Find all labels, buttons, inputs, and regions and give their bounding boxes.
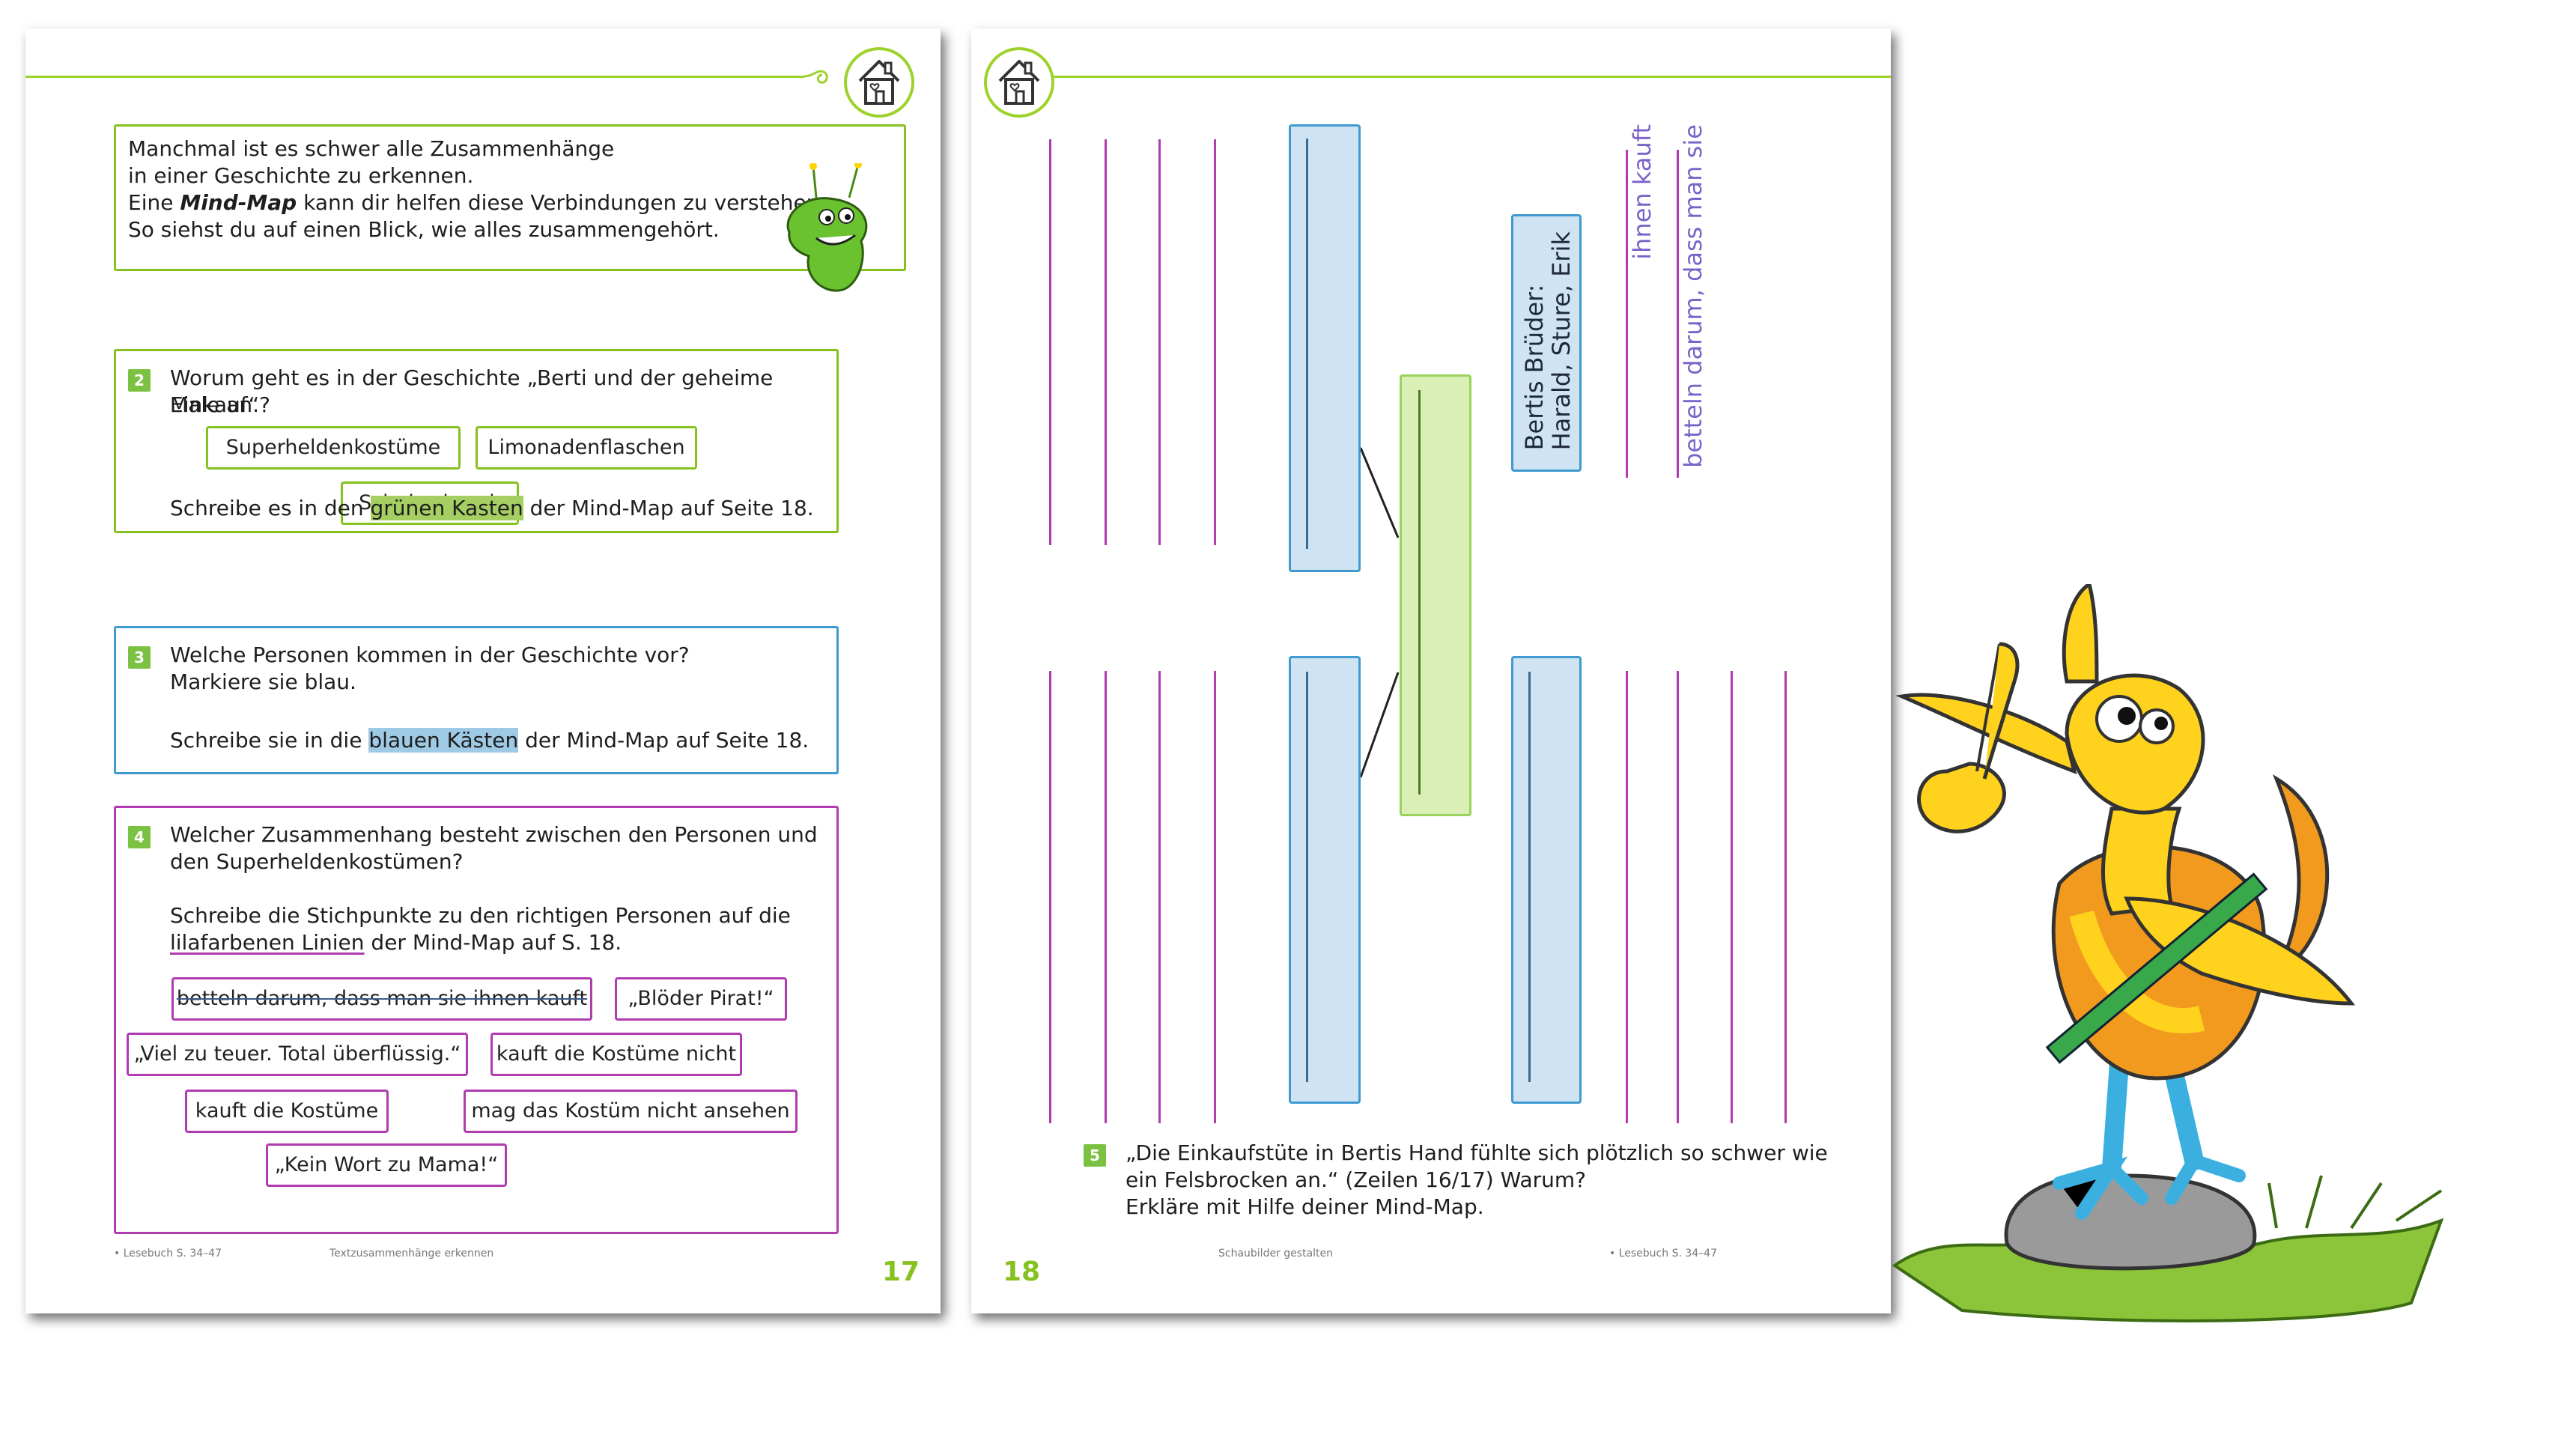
chip-betteln-darum[interactable]: betteln darum, dass man sie ihnen kauft: [171, 977, 592, 1021]
task-3-box: 3 Welche Personen kommen in der Geschich…: [114, 626, 839, 774]
chip-viel-zu-teuer[interactable]: „Viel zu teuer. Total überflüssig.“: [127, 1033, 468, 1076]
task-3-write-post: der Mind-Map auf Seite 18.: [518, 728, 809, 753]
task-2-write: Schreibe es in den grünen Kasten der Min…: [170, 495, 814, 522]
task-4-question-1: Welcher Zusammenhang besteht zwischen de…: [170, 822, 818, 847]
task-number-3: 3: [128, 646, 151, 669]
header-line: [1054, 76, 1891, 78]
chip-limonadenflaschen[interactable]: Limonadenflaschen: [476, 426, 697, 470]
task-4-write-1: Schreibe die Stichpunkte zu den richtige…: [170, 903, 791, 928]
purple-writing-line: [1626, 150, 1628, 478]
task-number-4: 4: [128, 826, 151, 848]
task-2-write-post: der Mind-Map auf Seite 18.: [523, 496, 814, 520]
intro-line-3-pre: Eine: [128, 190, 180, 215]
task-number-2: 2: [128, 369, 151, 392]
footer-reference: • Lesebuch S. 34–47: [1609, 1248, 1717, 1260]
task-2-instruction: Male an.: [170, 392, 260, 417]
purple-writing-line: [1158, 139, 1161, 545]
workbook-page-18: Bertis Brüder:Harald, Sture, Erik bettel…: [971, 28, 1891, 1313]
task-3-question: Welche Personen kommen in der Geschichte…: [170, 642, 690, 667]
chip-mag-kostuem-nicht[interactable]: mag das Kostüm nicht ansehen: [464, 1090, 798, 1133]
swirl-icon: [804, 70, 828, 84]
writing-guide-line: [1306, 672, 1308, 1082]
task-3-instruction: Markiere sie blau.: [170, 669, 356, 694]
footer-topic: Textzusammenhänge erkennen: [329, 1248, 494, 1260]
writing-guide-line: [1306, 139, 1308, 549]
purple-writing-line: [1214, 671, 1216, 1123]
mindmap-blue-box-bottom-right[interactable]: [1511, 656, 1582, 1104]
intro-line-4: So siehst du auf einen Blick, wie alles …: [128, 217, 720, 242]
task-4-write-2: lilafarbenen Linien der Mind-Map auf S. …: [170, 929, 622, 956]
purple-writing-line: [1105, 671, 1107, 1123]
intro-line-3-post: kann dir helfen diese Verbindungen zu ve…: [297, 190, 827, 215]
task-3-write: Schreibe sie in die blauen Kästen der Mi…: [170, 727, 809, 754]
bird-mascot-icon: [1892, 584, 2444, 1322]
purple-writing-line: [1784, 671, 1787, 1123]
purple-writing-line: [1677, 150, 1679, 478]
chip-superheldenkostueme[interactable]: Superheldenkostüme: [206, 426, 461, 470]
purple-writing-line: [1049, 671, 1051, 1123]
footer-reference: • Lesebuch S. 34–47: [114, 1248, 222, 1260]
house-icon: [984, 47, 1054, 118]
task-2-box: 2 Worum geht es in der Geschichte „Berti…: [114, 349, 839, 533]
handwriting-brothers-2: Harald, Sture, Erik: [1547, 231, 1576, 451]
writing-guide-line: [1418, 390, 1421, 795]
monster-icon: [786, 163, 868, 292]
highlight-green-box: grünen Kasten: [370, 496, 523, 520]
footer-topic: Schaubilder gestalten: [1218, 1248, 1334, 1260]
page-number: 18: [1003, 1257, 1041, 1287]
writing-guide-line: [1528, 672, 1531, 1082]
handwriting-brothers-1: Bertis Brüder:: [1520, 284, 1549, 451]
intro-line-3: Eine Mind-Map kann dir helfen diese Verb…: [128, 189, 826, 216]
highlight-blue-boxes: blauen Kästen: [368, 728, 519, 753]
task-number-5: 5: [1084, 1144, 1106, 1167]
chip-kein-wort-zu-mama[interactable]: „Kein Wort zu Mama!“: [266, 1143, 507, 1187]
mindmap-green-box[interactable]: [1400, 374, 1471, 816]
task-4-box: 4 Welcher Zusammenhang besteht zwischen …: [114, 806, 839, 1234]
mindmap-blue-box-top-left[interactable]: [1289, 124, 1361, 572]
handwriting-brothers: Bertis Brüder:Harald, Sture, Erik: [1520, 231, 1576, 451]
mindmap-blue-box-top-right[interactable]: Bertis Brüder:Harald, Sture, Erik: [1511, 214, 1582, 472]
purple-writing-line: [1214, 139, 1216, 545]
mind-map-term: Mind-Map: [180, 190, 297, 215]
purple-lines-term: lilafarbenen Linien: [170, 930, 365, 955]
mindmap-blue-box-bottom-left[interactable]: [1289, 656, 1361, 1104]
purple-writing-line: [1158, 671, 1161, 1123]
task-2-write-pre: Schreibe es in den: [170, 496, 371, 520]
task-2-question: Worum geht es in der Geschichte „Berti u…: [170, 365, 774, 417]
chip-bloeder-pirat[interactable]: „Blöder Pirat!“: [615, 977, 787, 1021]
intro-line-1: Manchmal ist es schwer alle Zusammenhäng…: [128, 136, 615, 161]
purple-writing-line: [1626, 671, 1628, 1123]
task-5-line-3: Erkläre mit Hilfe deiner Mind-Map.: [1126, 1194, 1484, 1219]
purple-writing-line: [1105, 139, 1107, 545]
task-5-line-2: ein Felsbrocken an.“ (Zeilen 16/17) Waru…: [1126, 1167, 1587, 1192]
intro-box: Manchmal ist es schwer alle Zusammenhäng…: [114, 124, 906, 271]
handwriting-note-1: betteln darum, dass man sie: [1679, 124, 1707, 468]
task-4-question-2: den Superheldenkostümen?: [170, 849, 464, 874]
task-4-write-2-post: der Mind-Map auf S. 18.: [364, 930, 622, 955]
workbook-page-17: Manchmal ist es schwer alle Zusammenhäng…: [25, 28, 941, 1313]
purple-writing-line: [1677, 671, 1679, 1123]
intro-line-2: in einer Geschichte zu erkennen.: [128, 163, 474, 188]
handwriting-note-2: ihnen kauft: [1628, 124, 1656, 260]
purple-writing-line: [1731, 671, 1733, 1123]
chip-kauft-die-kostueme[interactable]: kauft die Kostüme: [185, 1090, 389, 1133]
purple-writing-line: [1049, 139, 1051, 545]
task-3-write-pre: Schreibe sie in die: [170, 728, 369, 753]
house-icon: [844, 47, 914, 118]
header-line: [25, 76, 804, 78]
task-5-line-1: „Die Einkaufstüte in Bertis Hand fühlte …: [1126, 1140, 1828, 1165]
chip-kauft-nicht[interactable]: kauft die Kostüme nicht: [490, 1033, 742, 1076]
page-number: 17: [882, 1257, 920, 1287]
